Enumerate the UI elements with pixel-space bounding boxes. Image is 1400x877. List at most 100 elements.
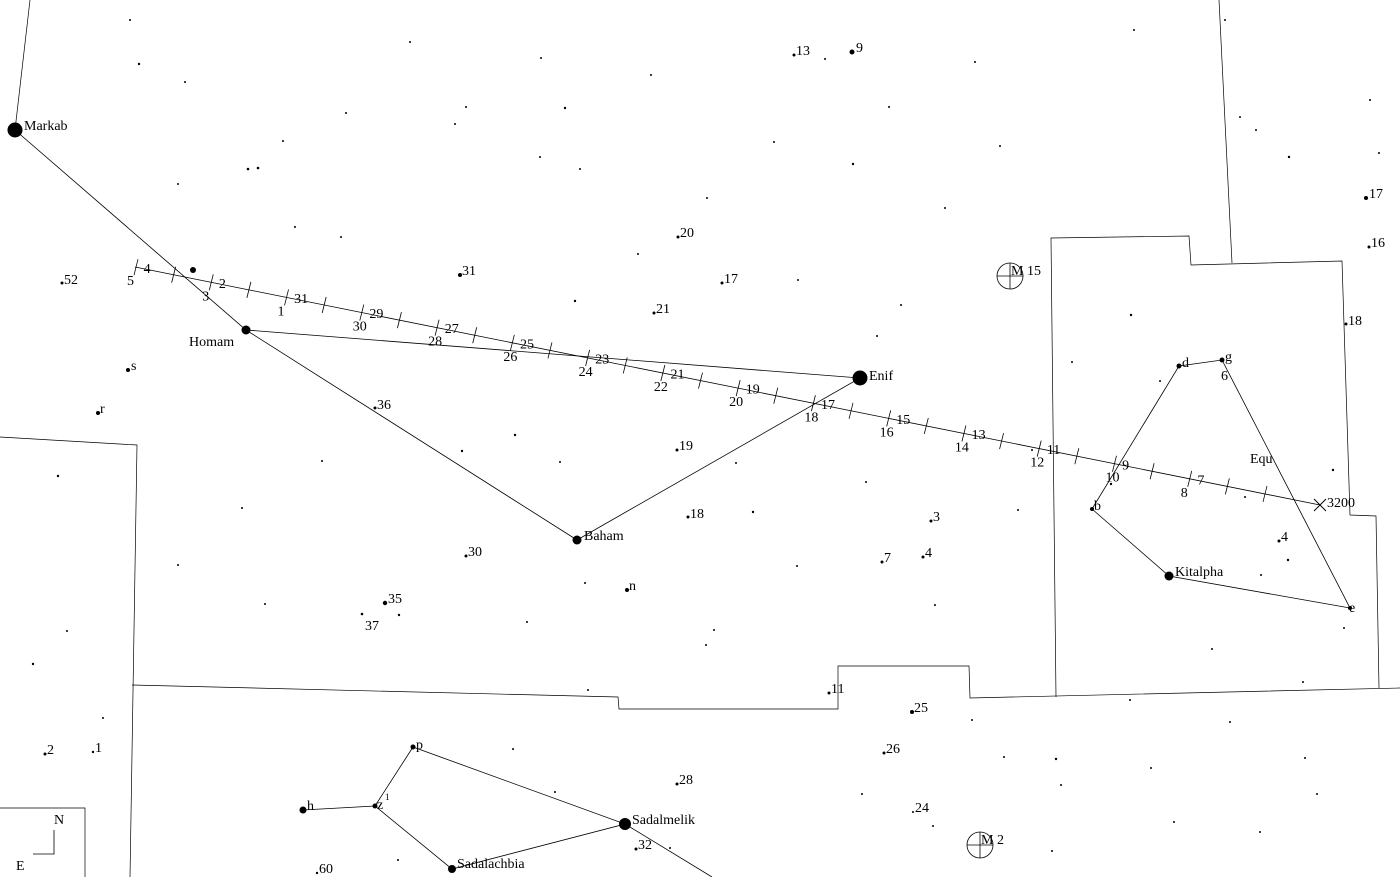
path-tick bbox=[1149, 463, 1155, 480]
star-label: z bbox=[377, 798, 383, 813]
path-end-cross-icon bbox=[1313, 498, 1327, 512]
path-date-label: 4 bbox=[144, 262, 151, 277]
star-label-sadalachbia: Sadalachbia bbox=[457, 857, 525, 872]
star-label: 7 bbox=[884, 551, 891, 566]
star-label-baham: Baham bbox=[584, 529, 624, 544]
compass: N E bbox=[16, 813, 64, 874]
star-label: p bbox=[416, 738, 423, 753]
path-date-label: 21 bbox=[671, 368, 685, 383]
path-date-label: 25 bbox=[520, 337, 534, 352]
path-date-label: 27 bbox=[445, 322, 459, 337]
path-date-label: 16 bbox=[880, 425, 894, 440]
path-tick bbox=[434, 319, 440, 336]
path-tick bbox=[509, 334, 515, 351]
star-label: 17 bbox=[724, 272, 738, 287]
star-label: 18 bbox=[690, 507, 704, 522]
path-tick bbox=[811, 395, 816, 412]
constellation-lines bbox=[14, 129, 1351, 877]
path-tick bbox=[1187, 470, 1193, 487]
path-tick bbox=[1074, 448, 1080, 465]
path-date-label: 8 bbox=[1181, 486, 1188, 501]
path-date-label: 19 bbox=[746, 383, 760, 398]
path-date-label: 13 bbox=[972, 428, 986, 443]
star-enif bbox=[852, 370, 868, 386]
labelled-stars: 52 s r 36 31 20 17 21 19 18 30 35 37 n 1… bbox=[43, 41, 1385, 877]
star-label: 4 bbox=[925, 546, 932, 561]
star-label: 35 bbox=[388, 592, 402, 607]
path-date-label: 28 bbox=[428, 335, 442, 350]
star-label: r bbox=[100, 402, 105, 417]
path-tick bbox=[923, 417, 929, 435]
star-label: 18 bbox=[1348, 314, 1362, 329]
path-date-label: 20 bbox=[729, 395, 743, 410]
path-tick bbox=[246, 281, 252, 298]
star-label: s bbox=[131, 359, 136, 374]
star-label: g bbox=[1225, 350, 1232, 365]
path-date-label: 2 bbox=[219, 277, 226, 292]
star-label: 26 bbox=[886, 742, 900, 757]
path-tick bbox=[848, 402, 854, 419]
deep-sky-objects: M 15 M 2 bbox=[966, 262, 1041, 859]
star-label: 16 bbox=[1371, 236, 1385, 251]
path-date-label: 22 bbox=[654, 380, 668, 395]
path-date-label: 23 bbox=[595, 352, 609, 367]
constellation-label-equ: Equ bbox=[1250, 452, 1273, 467]
star-label: 3 bbox=[933, 510, 940, 525]
star-homam bbox=[241, 325, 251, 335]
star-label: 11 bbox=[831, 682, 844, 697]
star-label: 20 bbox=[680, 226, 694, 241]
star-label: 32 bbox=[638, 838, 652, 853]
star-label: b bbox=[1094, 499, 1101, 514]
path-line bbox=[134, 266, 1321, 506]
path-tick bbox=[735, 380, 741, 397]
star-label: 9 bbox=[856, 41, 863, 56]
star-label-homam: Homam bbox=[189, 335, 234, 350]
star-label: 13 bbox=[796, 44, 810, 59]
star-label: 60 bbox=[319, 862, 333, 877]
star-label: 24 bbox=[915, 801, 929, 816]
path-tick bbox=[208, 274, 214, 291]
path-tick bbox=[622, 357, 628, 374]
path-tick bbox=[660, 364, 666, 382]
star-baham bbox=[572, 535, 582, 545]
star-label: 36 bbox=[377, 398, 391, 413]
path-tick bbox=[472, 327, 478, 344]
path-tick bbox=[359, 304, 365, 321]
path-date-label: 24 bbox=[579, 365, 593, 380]
star-sadalmelik bbox=[619, 818, 631, 830]
path-date-label: 14 bbox=[955, 440, 969, 455]
star-label: 28 bbox=[679, 773, 693, 788]
path-tick bbox=[1262, 485, 1268, 503]
globular-cluster-icon bbox=[996, 262, 1024, 290]
star-label: 2 bbox=[47, 743, 54, 758]
path-ticks bbox=[133, 259, 1268, 503]
star-label: 4 bbox=[1281, 530, 1288, 545]
star-label: 37 bbox=[365, 619, 379, 634]
path-tick bbox=[547, 342, 553, 359]
star-label-enif: Enif bbox=[869, 369, 893, 384]
path-tick bbox=[171, 266, 177, 283]
star-sadalachbia bbox=[448, 865, 456, 873]
compass-north: N bbox=[54, 813, 64, 828]
compass-east: E bbox=[16, 859, 25, 874]
path-tick bbox=[1112, 455, 1117, 472]
path-date-label: 11 bbox=[1047, 443, 1060, 458]
path-date-label: 31 bbox=[294, 292, 308, 307]
path-date-label: 10 bbox=[1105, 471, 1119, 486]
star-label: 6 bbox=[1221, 369, 1228, 384]
path-date-label: 18 bbox=[804, 410, 818, 425]
path-tick bbox=[961, 425, 967, 442]
globular-cluster-icon bbox=[966, 831, 994, 859]
dso-label-m15: M 15 bbox=[1011, 264, 1041, 279]
path-date-label: 3 bbox=[202, 289, 209, 304]
path-tick bbox=[773, 387, 779, 404]
path-tick bbox=[1224, 478, 1230, 495]
path-tick bbox=[284, 289, 289, 306]
star-label: 19 bbox=[679, 439, 693, 454]
star-label: 21 bbox=[656, 302, 670, 317]
star-label: h bbox=[307, 799, 314, 814]
path-date-label: 5 bbox=[127, 274, 134, 289]
star-label: n bbox=[629, 579, 636, 594]
